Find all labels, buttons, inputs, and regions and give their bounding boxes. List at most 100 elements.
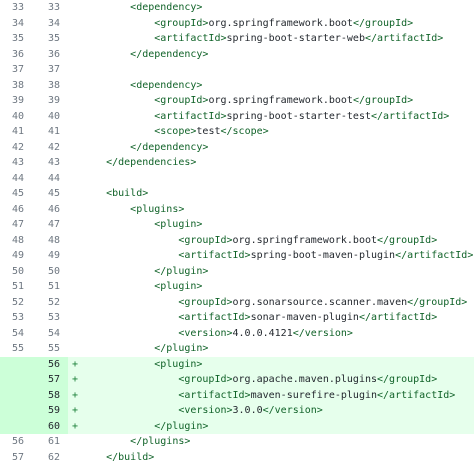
xml-tag: <plugin> <box>154 358 203 370</box>
old-line-number[interactable] <box>0 387 32 403</box>
old-line-number[interactable]: 36 <box>11 48 24 60</box>
old-line-number[interactable] <box>0 403 32 419</box>
old-line-number[interactable]: 33 <box>11 2 24 14</box>
xml-tag: <artifactId> <box>154 110 227 122</box>
new-line-number[interactable]: 53 <box>47 312 60 324</box>
diff-marker: + <box>71 358 79 370</box>
new-line-number[interactable]: 59 <box>32 403 68 419</box>
new-line-number[interactable]: 52 <box>47 296 60 308</box>
old-line-number[interactable]: 45 <box>11 188 24 200</box>
new-line-number[interactable]: 57 <box>32 372 68 388</box>
new-line-number[interactable]: 41 <box>47 126 60 138</box>
old-line-number[interactable]: 50 <box>11 265 24 277</box>
old-line-number[interactable]: 46 <box>11 203 24 215</box>
code-text: 3.0.0 <box>232 405 263 417</box>
old-line-number[interactable] <box>0 356 32 372</box>
diff-line-context: 35 35 <artifactId>spring-boot-starter-web… <box>0 31 474 47</box>
xml-tag: <dependency> <box>130 2 203 14</box>
new-line-number[interactable]: 58 <box>32 387 68 403</box>
new-line-number[interactable]: 47 <box>47 219 60 231</box>
old-line-number[interactable]: 39 <box>11 95 24 107</box>
old-line-number[interactable]: 47 <box>11 219 24 231</box>
old-line-number[interactable]: 44 <box>11 172 24 184</box>
xml-tag: <groupId> <box>154 17 209 29</box>
code-line: </plugin> <box>82 266 474 277</box>
old-line-number[interactable]: 54 <box>11 327 24 339</box>
old-line-number[interactable] <box>0 372 32 388</box>
new-line-number[interactable]: 36 <box>47 48 60 60</box>
new-line-number[interactable]: 46 <box>47 203 60 215</box>
code-line: <artifactId>spring-boot-starter-web</art… <box>82 33 474 44</box>
xml-tag: </groupId> <box>407 296 468 308</box>
new-line-number[interactable]: 51 <box>47 281 60 293</box>
new-line-number[interactable]: 45 <box>47 188 60 200</box>
old-line-number[interactable]: 34 <box>11 17 24 29</box>
new-line-number[interactable]: 37 <box>47 64 60 76</box>
old-line-number[interactable]: 49 <box>11 250 24 262</box>
xml-tag: </groupId> <box>377 234 438 246</box>
code-text <box>82 436 130 447</box>
new-line-number[interactable]: 43 <box>47 157 60 169</box>
new-line-number[interactable]: 34 <box>47 17 60 29</box>
code-text: org.sonarsource.scanner.maven <box>232 296 408 308</box>
xml-tag: <groupId> <box>154 95 209 107</box>
code-text <box>82 297 178 308</box>
code-line: </build> <box>82 452 474 463</box>
new-line-number[interactable]: 62 <box>47 451 60 463</box>
new-line-number[interactable]: 61 <box>47 436 60 448</box>
old-line-number[interactable] <box>0 418 32 434</box>
old-line-number[interactable]: 55 <box>11 343 24 355</box>
new-line-number[interactable]: 49 <box>47 250 60 262</box>
new-line-number[interactable]: 38 <box>47 79 60 91</box>
xml-tag: </plugin> <box>154 265 209 277</box>
diff-line-context: 55 55 </plugin> <box>0 341 474 357</box>
old-line-number[interactable]: 48 <box>11 234 24 246</box>
new-line-number[interactable]: 35 <box>47 33 60 45</box>
code-text: org.springframework.boot <box>208 17 353 29</box>
xml-tag: </dependency> <box>130 48 209 60</box>
code-line: </dependency> <box>82 49 474 60</box>
new-line-number[interactable]: 44 <box>47 172 60 184</box>
code-text <box>82 266 154 277</box>
old-line-number[interactable]: 35 <box>11 33 24 45</box>
xml-tag: <artifactId> <box>178 312 251 324</box>
old-line-number[interactable]: 51 <box>11 281 24 293</box>
old-line-number[interactable]: 42 <box>11 141 24 153</box>
xml-tag: <groupId> <box>178 234 233 246</box>
xml-tag: </version> <box>292 327 353 339</box>
old-line-number[interactable]: 38 <box>11 79 24 91</box>
new-line-number[interactable]: 54 <box>47 327 60 339</box>
old-line-number[interactable]: 57 <box>11 451 24 463</box>
old-line-number[interactable]: 56 <box>11 436 24 448</box>
xml-tag: <plugin> <box>154 219 203 231</box>
xml-tag: <artifactId> <box>154 33 227 45</box>
new-line-number[interactable]: 39 <box>47 95 60 107</box>
code-line: </plugin> <box>82 343 474 354</box>
new-line-number[interactable]: 56 <box>32 356 68 372</box>
new-line-number[interactable]: 50 <box>47 265 60 277</box>
old-line-number[interactable]: 41 <box>11 126 24 138</box>
new-line-number[interactable]: 48 <box>47 234 60 246</box>
xml-tag: <build> <box>106 188 149 200</box>
old-line-number[interactable]: 40 <box>11 110 24 122</box>
old-line-number[interactable]: 37 <box>11 64 24 76</box>
old-line-number[interactable]: 52 <box>11 296 24 308</box>
new-line-number[interactable]: 60 <box>32 418 68 434</box>
new-line-number[interactable]: 42 <box>47 141 60 153</box>
old-line-number[interactable]: 53 <box>11 312 24 324</box>
diff-line-context: 50 50 </plugin> <box>0 264 474 280</box>
xml-tag: <groupId> <box>178 296 233 308</box>
code-text <box>82 281 154 292</box>
new-line-number[interactable]: 40 <box>47 110 60 122</box>
xml-tag: <artifactId> <box>178 250 251 262</box>
xml-tag: </artifactId> <box>371 110 450 122</box>
code-text <box>82 126 154 137</box>
new-line-number[interactable]: 33 <box>47 2 60 14</box>
old-line-number[interactable]: 43 <box>11 157 24 169</box>
new-line-number[interactable]: 55 <box>47 343 60 355</box>
